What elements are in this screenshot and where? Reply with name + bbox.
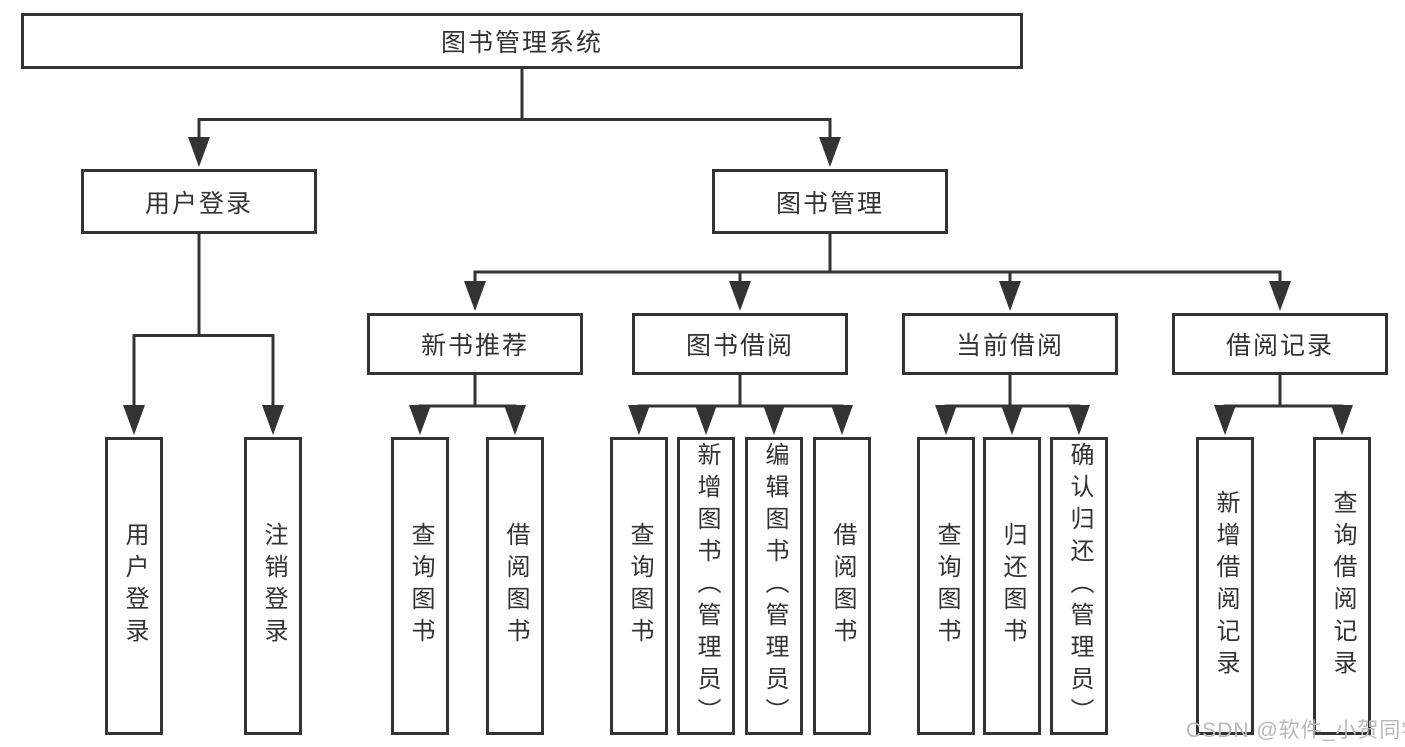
node-new-book-recommend: 新书推荐 [367, 313, 583, 375]
branch-user-login [123, 233, 284, 435]
arrowhead-icon [123, 405, 145, 435]
leaf-logout: 注销登录 [244, 437, 302, 735]
arrowhead-icon [695, 405, 717, 435]
leaf-br-query-record: 查询借阅记录 [1313, 437, 1371, 735]
arrowhead-icon [1068, 405, 1090, 435]
node-user-login: 用户登录 [81, 169, 317, 234]
node-current-borrowing: 当前借阅 [902, 313, 1118, 375]
leaf-nbr-borrow-books: 借阅图书 [486, 437, 544, 735]
arrowhead-icon [464, 281, 486, 311]
branch-root [188, 68, 841, 167]
branch-current-borrowing [935, 375, 1090, 435]
csdn-watermark: CSDN @软件_小贺同学 [1186, 719, 1405, 742]
arrowhead-icon [188, 137, 210, 167]
leaf-bb-edit-book-admin: 编辑图书（管理员） [745, 437, 803, 735]
node-book-borrowing: 图书借阅 [632, 313, 848, 375]
node-root: 图书管理系统 [21, 13, 1023, 69]
leaf-cb-confirm-return-admin: 确认归还（管理员） [1050, 437, 1108, 735]
node-book-management: 图书管理 [712, 169, 948, 234]
branch-new-book-recommend [409, 375, 526, 435]
leaf-nbr-query-books: 查询图书 [391, 437, 449, 735]
arrowhead-icon [819, 137, 841, 167]
leaf-bb-query-books: 查询图书 [610, 437, 668, 735]
branch-borrowing-records [1214, 375, 1353, 435]
arrowhead-icon [262, 405, 284, 435]
arrowhead-icon [935, 405, 957, 435]
arrowhead-icon [628, 405, 650, 435]
leaf-br-add-record: 新增借阅记录 [1196, 437, 1254, 735]
arrowhead-icon [729, 281, 751, 311]
arrowhead-icon [1214, 405, 1236, 435]
node-borrowing-records: 借阅记录 [1172, 313, 1388, 375]
arrowhead-icon [1331, 405, 1353, 435]
branch-book-borrowing [628, 375, 853, 435]
arrowhead-icon [763, 405, 785, 435]
branch-book-management [464, 233, 1291, 311]
arrowhead-icon [1001, 405, 1023, 435]
leaf-bb-borrow-books: 借阅图书 [813, 437, 871, 735]
leaf-cb-query-books: 查询图书 [917, 437, 975, 735]
arrowhead-icon [831, 405, 853, 435]
arrowhead-icon [999, 281, 1021, 311]
arrowhead-icon [409, 405, 431, 435]
arrowhead-icon [1269, 281, 1291, 311]
arrowhead-icon [504, 405, 526, 435]
leaf-cb-return-book: 归还图书 [983, 437, 1041, 735]
leaf-bb-add-book-admin: 新增图书（管理员） [677, 437, 735, 735]
leaf-user-login: 用户登录 [105, 437, 163, 735]
